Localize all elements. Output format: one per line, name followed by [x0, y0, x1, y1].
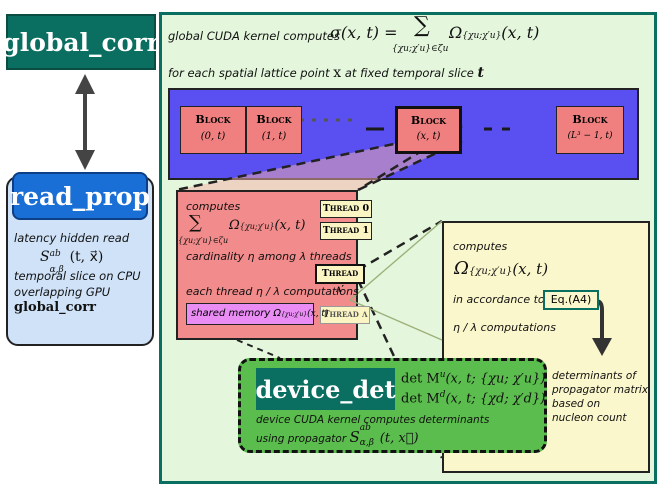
- sigma-sum: ∑: [414, 13, 430, 38]
- thread-lambda-prime: Thread λ′: [315, 264, 365, 295]
- block-0-title: Block: [195, 113, 231, 126]
- block-last: Block (L³ − 1, t): [556, 106, 624, 154]
- block-x-arg: (x, t): [416, 131, 441, 142]
- read-prop-line2: temporal slice on CPU: [14, 269, 141, 283]
- block-1-arg: (1, t): [261, 131, 287, 142]
- block-0: Block (0, t): [180, 106, 246, 154]
- shared-memory-box: shared memory Ω{χu;χ′u}(x, t): [186, 303, 329, 325]
- read-prop-line3: overlapping GPU: [14, 285, 111, 299]
- det-note: determinants of propagator matrix based …: [552, 370, 649, 424]
- block-cardinality: cardinality η among λ threads: [186, 250, 352, 263]
- thread-computations: η / λ computations: [453, 321, 556, 334]
- block-x-title: Block: [410, 114, 447, 127]
- eq-a4-link[interactable]: Eq.(A4): [543, 290, 599, 310]
- block-last-title: Block: [572, 113, 608, 126]
- thread-lambda: Thread λ: [320, 306, 370, 324]
- global-corr-box: global_corr: [2, 14, 160, 70]
- device-det-label: device_det: [255, 374, 396, 404]
- block-1: Block (1, t): [246, 106, 302, 154]
- thread-computes: computes: [453, 240, 508, 253]
- block-0-arg: (0, t): [200, 131, 226, 142]
- thread-omega: Ω{χu;χ′u}(x, t): [454, 258, 549, 279]
- read-prop-button: read_prop: [9, 172, 151, 220]
- sigma-formula: σ(x, t) =: [330, 23, 398, 42]
- kernel-desc-1: global CUDA kernel computes: [168, 29, 340, 43]
- kernel-desc-2: for each spatial lattice point x at fixe…: [168, 65, 484, 81]
- device-det-button: device_det: [255, 368, 396, 410]
- sync-double-arrow: [75, 74, 95, 170]
- block-omega: Ω{χu;χ′u}(x, t): [229, 218, 306, 233]
- sigma-omega: Ω{χu;χ′u}(x, t): [449, 23, 540, 42]
- block-last-arg: (L³ − 1, t): [567, 131, 613, 141]
- read-prop-line1: latency hidden read: [14, 231, 130, 245]
- block-computes: computes: [186, 200, 241, 213]
- block-1-title: Block: [256, 113, 292, 126]
- read-prop-line4: global_corr: [14, 300, 96, 315]
- block-sum: ∑: [189, 212, 202, 233]
- thread-accordance: in accordance to: [453, 293, 545, 306]
- block-x: Block (x, t): [395, 106, 462, 154]
- sigma-sum-sub: {χu;χ′u}∈ζu: [392, 44, 449, 54]
- thread-0: Thread 0: [320, 200, 372, 218]
- device-det-desc-1: device CUDA kernel computes determinants: [256, 414, 490, 426]
- global-corr-label: global_corr: [2, 27, 160, 57]
- thread-1: Thread 1: [320, 222, 372, 240]
- det-d-formula: det Md(x, t; {χd; χ′d}): [401, 390, 546, 407]
- det-u-formula: det Mu(x, t; {χu; χ′u}): [401, 370, 546, 387]
- read-prop-label: read_prop: [9, 181, 151, 211]
- block-sum-sub: {χu;χ′u}∈ζu: [178, 236, 229, 245]
- block-each-thread: each thread η / λ computations: [186, 285, 359, 298]
